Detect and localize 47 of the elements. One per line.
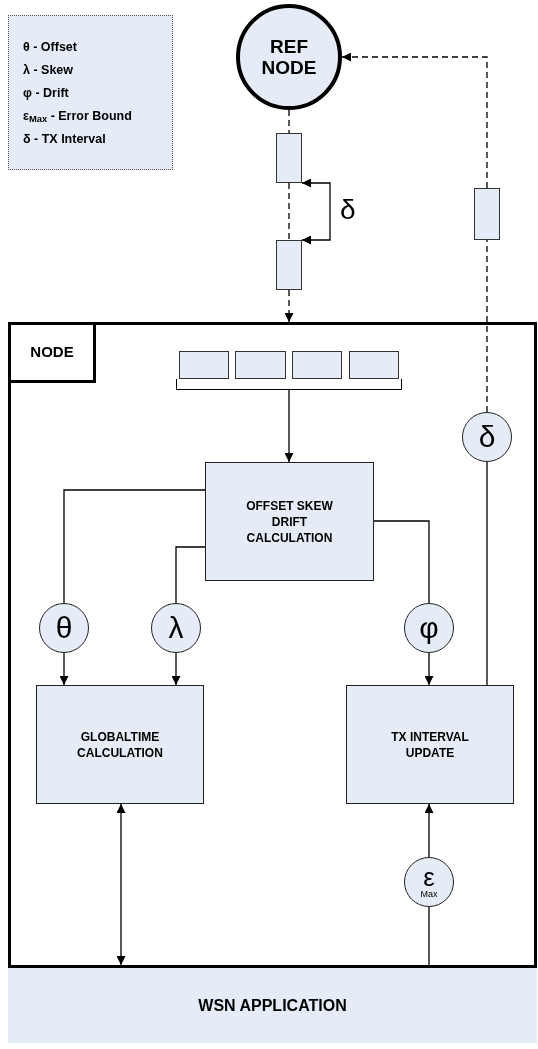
- arrow: [116, 803, 126, 966]
- connector-line: [373, 520, 430, 604]
- arrow: [284, 389, 294, 463]
- packet-box: [474, 188, 500, 240]
- application-box: [8, 965, 537, 1043]
- arrow: [284, 289, 294, 323]
- legend-entry: ε$_{Max}$ - Error Bound: [23, 107, 133, 124]
- symbol-label: λ: [168, 613, 184, 643]
- buffer-slot-box: [349, 351, 399, 379]
- legend-entry: φ - Drift: [23, 84, 70, 101]
- symbol-label: φ: [419, 613, 439, 643]
- arrow: [424, 652, 434, 686]
- legend-entry: λ - Skew: [23, 61, 75, 78]
- connector-line: [288, 109, 290, 134]
- connector-line: [486, 461, 488, 686]
- connector-line: [175, 546, 206, 604]
- buffer-slot-box: [179, 351, 229, 379]
- subscript-label: Max: [420, 889, 438, 899]
- node-container-box: [8, 322, 537, 1043]
- node-heading: NODE: [11, 325, 96, 383]
- application-label: WSN APPLICATION: [198, 995, 347, 1016]
- process-box: [346, 685, 514, 804]
- legend-entry: θ - Offset: [23, 38, 78, 55]
- process-label: OFFSET SKEW DRIFT CALCULATION: [245, 497, 334, 546]
- buffer-slot-box: [235, 351, 286, 379]
- process-label: TX INTERVAL UPDATE: [390, 728, 470, 761]
- process-box: [205, 462, 374, 581]
- arrow: [59, 652, 69, 686]
- packet-box: [276, 133, 302, 183]
- connector-line: [288, 182, 290, 241]
- symbol-label: δ: [478, 422, 496, 452]
- process-label: GLOBALTIME CALCULATION: [76, 728, 164, 761]
- arrow: [341, 52, 488, 189]
- symbol-label: ε: [423, 865, 435, 889]
- buffer-tray-bracket: [176, 379, 402, 390]
- connector-line: [63, 489, 206, 604]
- connector-line: [428, 906, 430, 966]
- buffer-slot-box: [292, 351, 342, 379]
- arrow: [424, 803, 434, 858]
- process-box: [36, 685, 204, 804]
- node-label: REF NODE: [260, 36, 318, 78]
- legend-entry: δ - TX Interval: [23, 130, 107, 147]
- arrow: [301, 178, 331, 245]
- arrow: [171, 652, 181, 686]
- symbol-label: θ: [55, 613, 73, 643]
- packet-box: [276, 240, 302, 290]
- connector-line: [486, 239, 488, 413]
